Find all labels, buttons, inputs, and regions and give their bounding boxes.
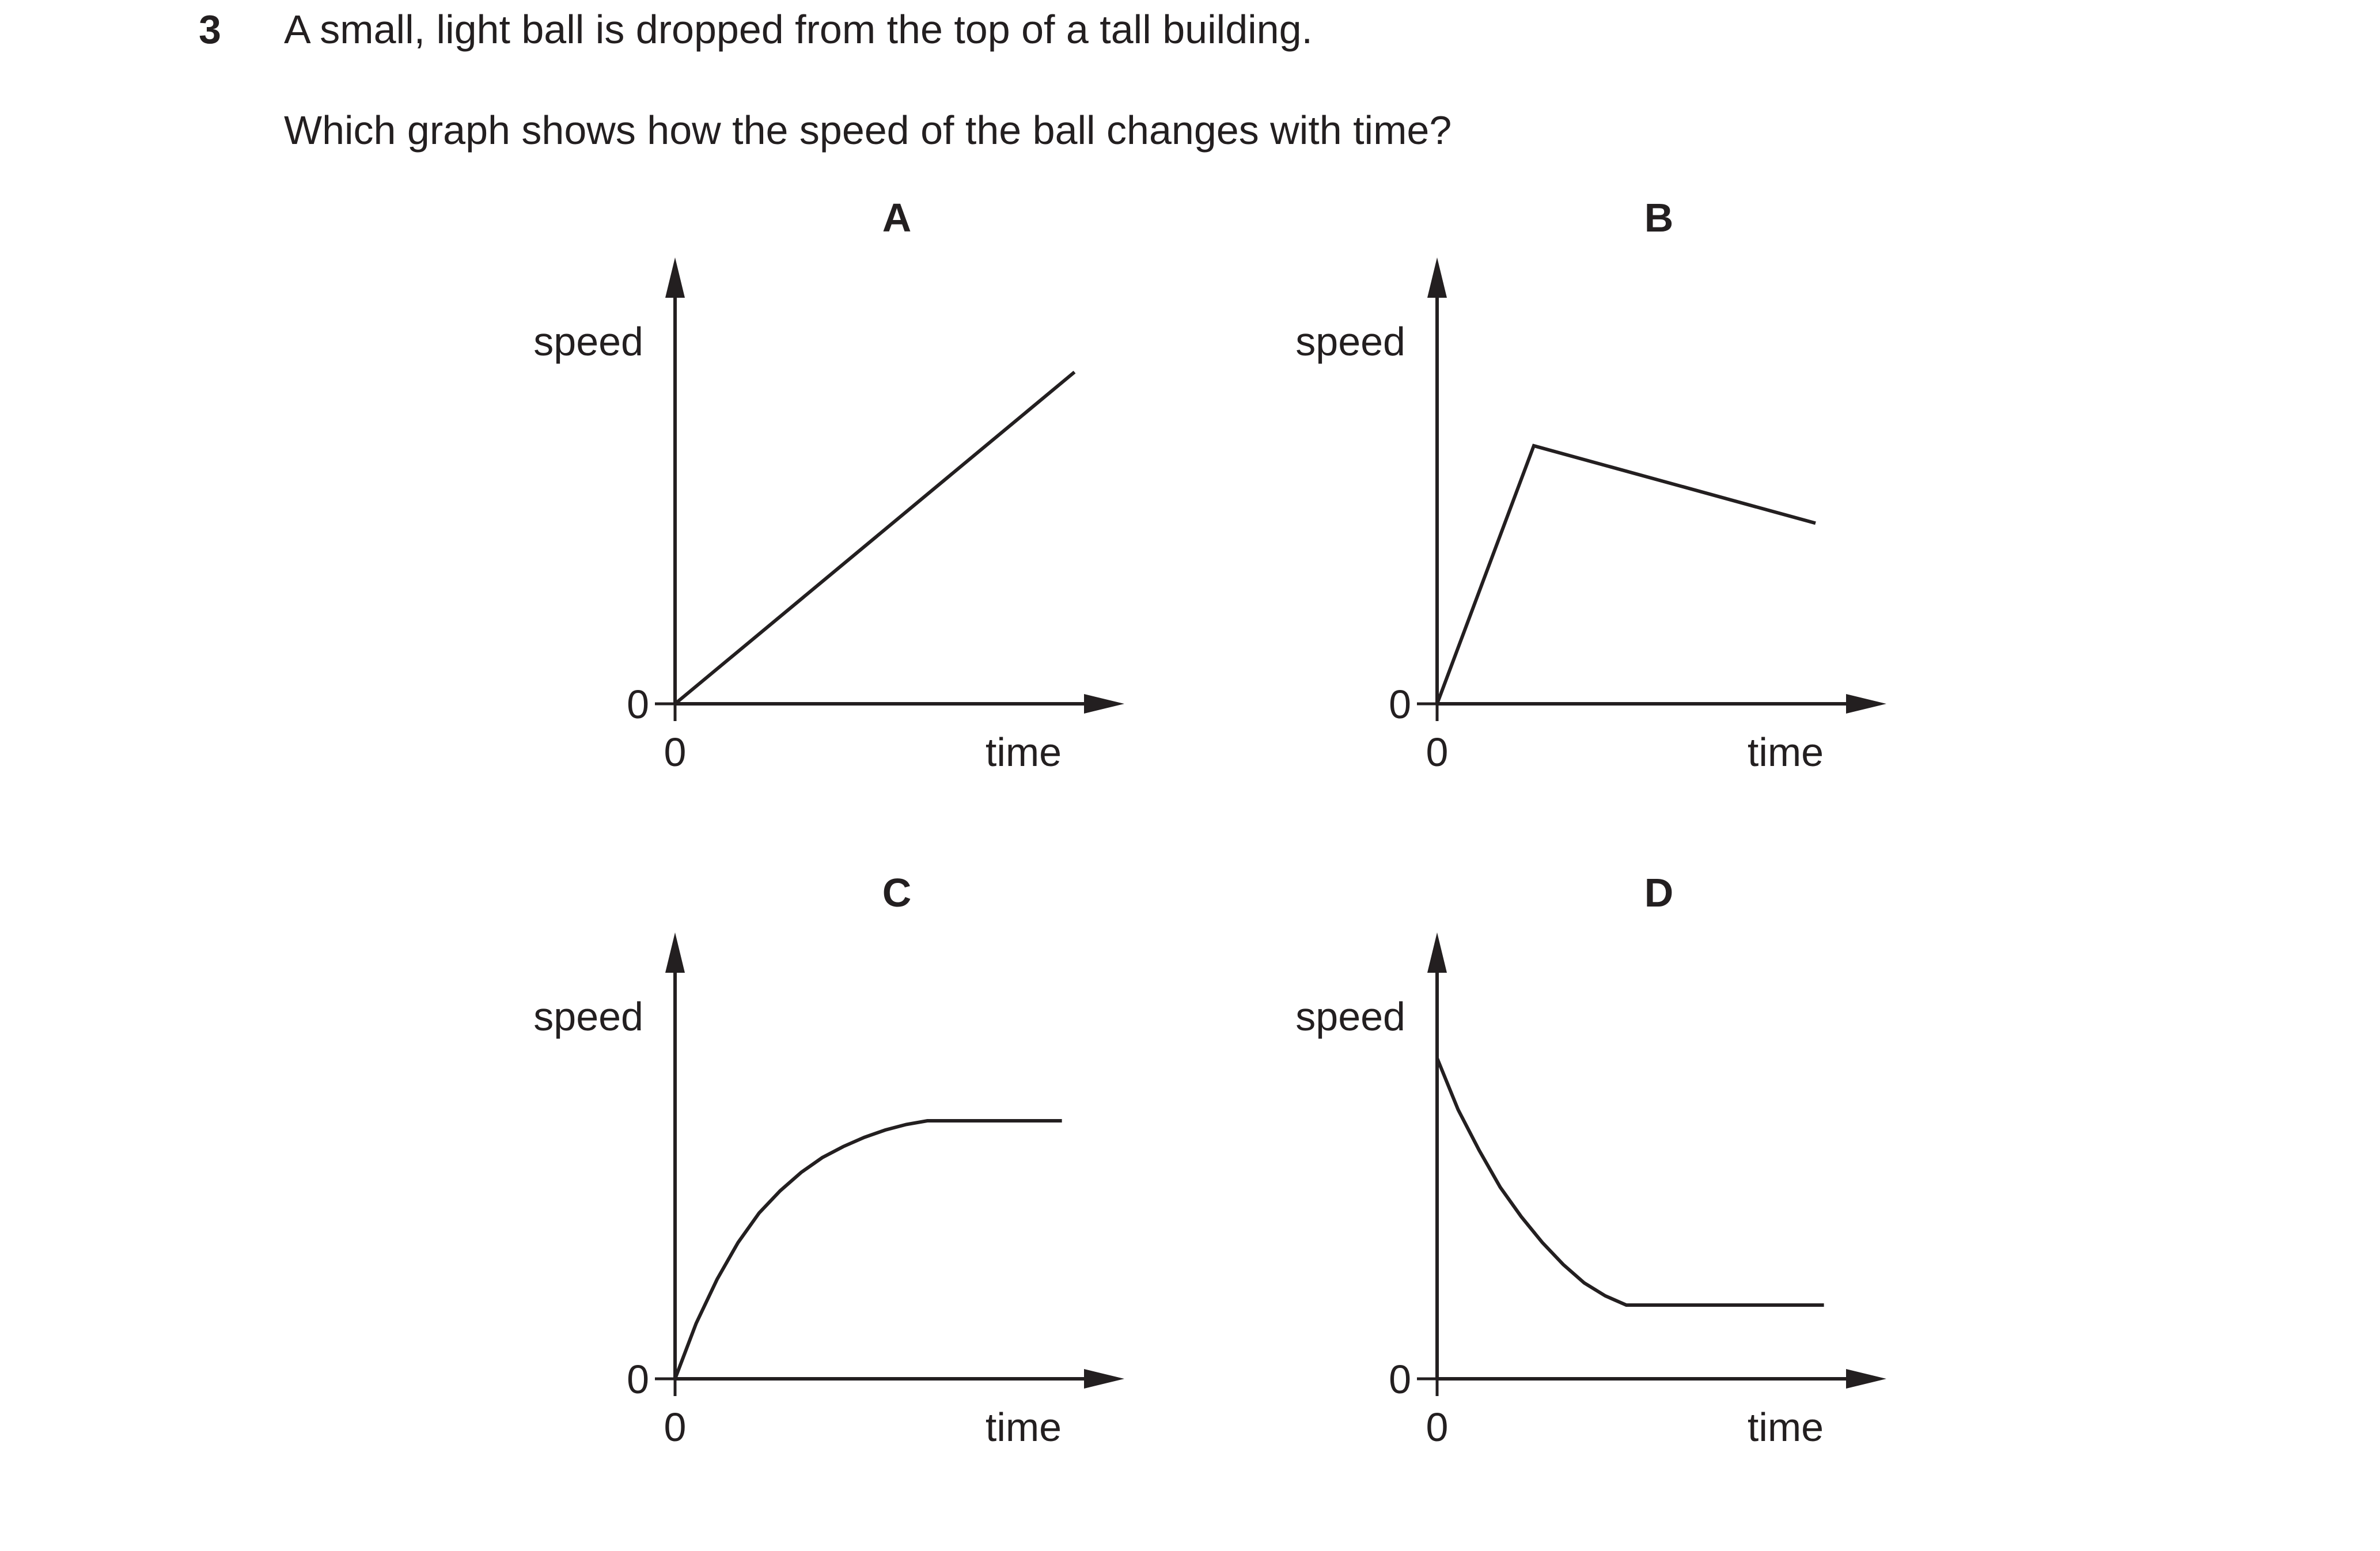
speed-time-curve — [674, 370, 1076, 706]
question-number: 3 — [199, 7, 221, 52]
y-axis-arrowhead — [665, 257, 685, 298]
x-axis-arrowhead — [1846, 694, 1886, 714]
graph-label: A — [882, 195, 912, 240]
y-origin-label: 0 — [627, 682, 649, 727]
y-axis-label: speed — [533, 319, 643, 364]
question-stem: A small, light ball is dropped from the … — [284, 7, 1313, 52]
speed-time-curve — [1435, 443, 1816, 705]
graph-label: B — [1644, 195, 1674, 240]
x-axis-label: time — [1748, 1405, 1824, 1450]
y-origin-label: 0 — [1389, 1357, 1411, 1402]
y-axis-arrowhead — [665, 932, 685, 973]
x-axis-label: time — [1748, 730, 1824, 775]
x-axis-arrowhead — [1846, 1369, 1886, 1389]
y-axis-arrowhead — [1427, 257, 1447, 298]
x-origin-label: 0 — [664, 730, 687, 775]
y-axis-label: speed — [1295, 994, 1405, 1039]
x-axis-arrowhead — [1084, 694, 1124, 714]
x-axis-label: time — [986, 730, 1062, 775]
x-axis-label: time — [986, 1405, 1062, 1450]
speed-time-curve — [1435, 1057, 1824, 1307]
question-prompt: Which graph shows how the speed of the b… — [284, 108, 1452, 153]
graph-label: D — [1644, 870, 1674, 915]
y-axis-label: speed — [533, 994, 643, 1039]
y-axis-label: speed — [1295, 319, 1405, 364]
x-origin-label: 0 — [1426, 1405, 1449, 1450]
y-origin-label: 0 — [627, 1357, 649, 1402]
speed-time-curve — [673, 1119, 1062, 1380]
x-origin-label: 0 — [664, 1405, 687, 1450]
y-origin-label: 0 — [1389, 682, 1411, 727]
y-axis-arrowhead — [1427, 932, 1447, 973]
graph-label: C — [882, 870, 912, 915]
x-axis-arrowhead — [1084, 1369, 1124, 1389]
x-origin-label: 0 — [1426, 730, 1449, 775]
